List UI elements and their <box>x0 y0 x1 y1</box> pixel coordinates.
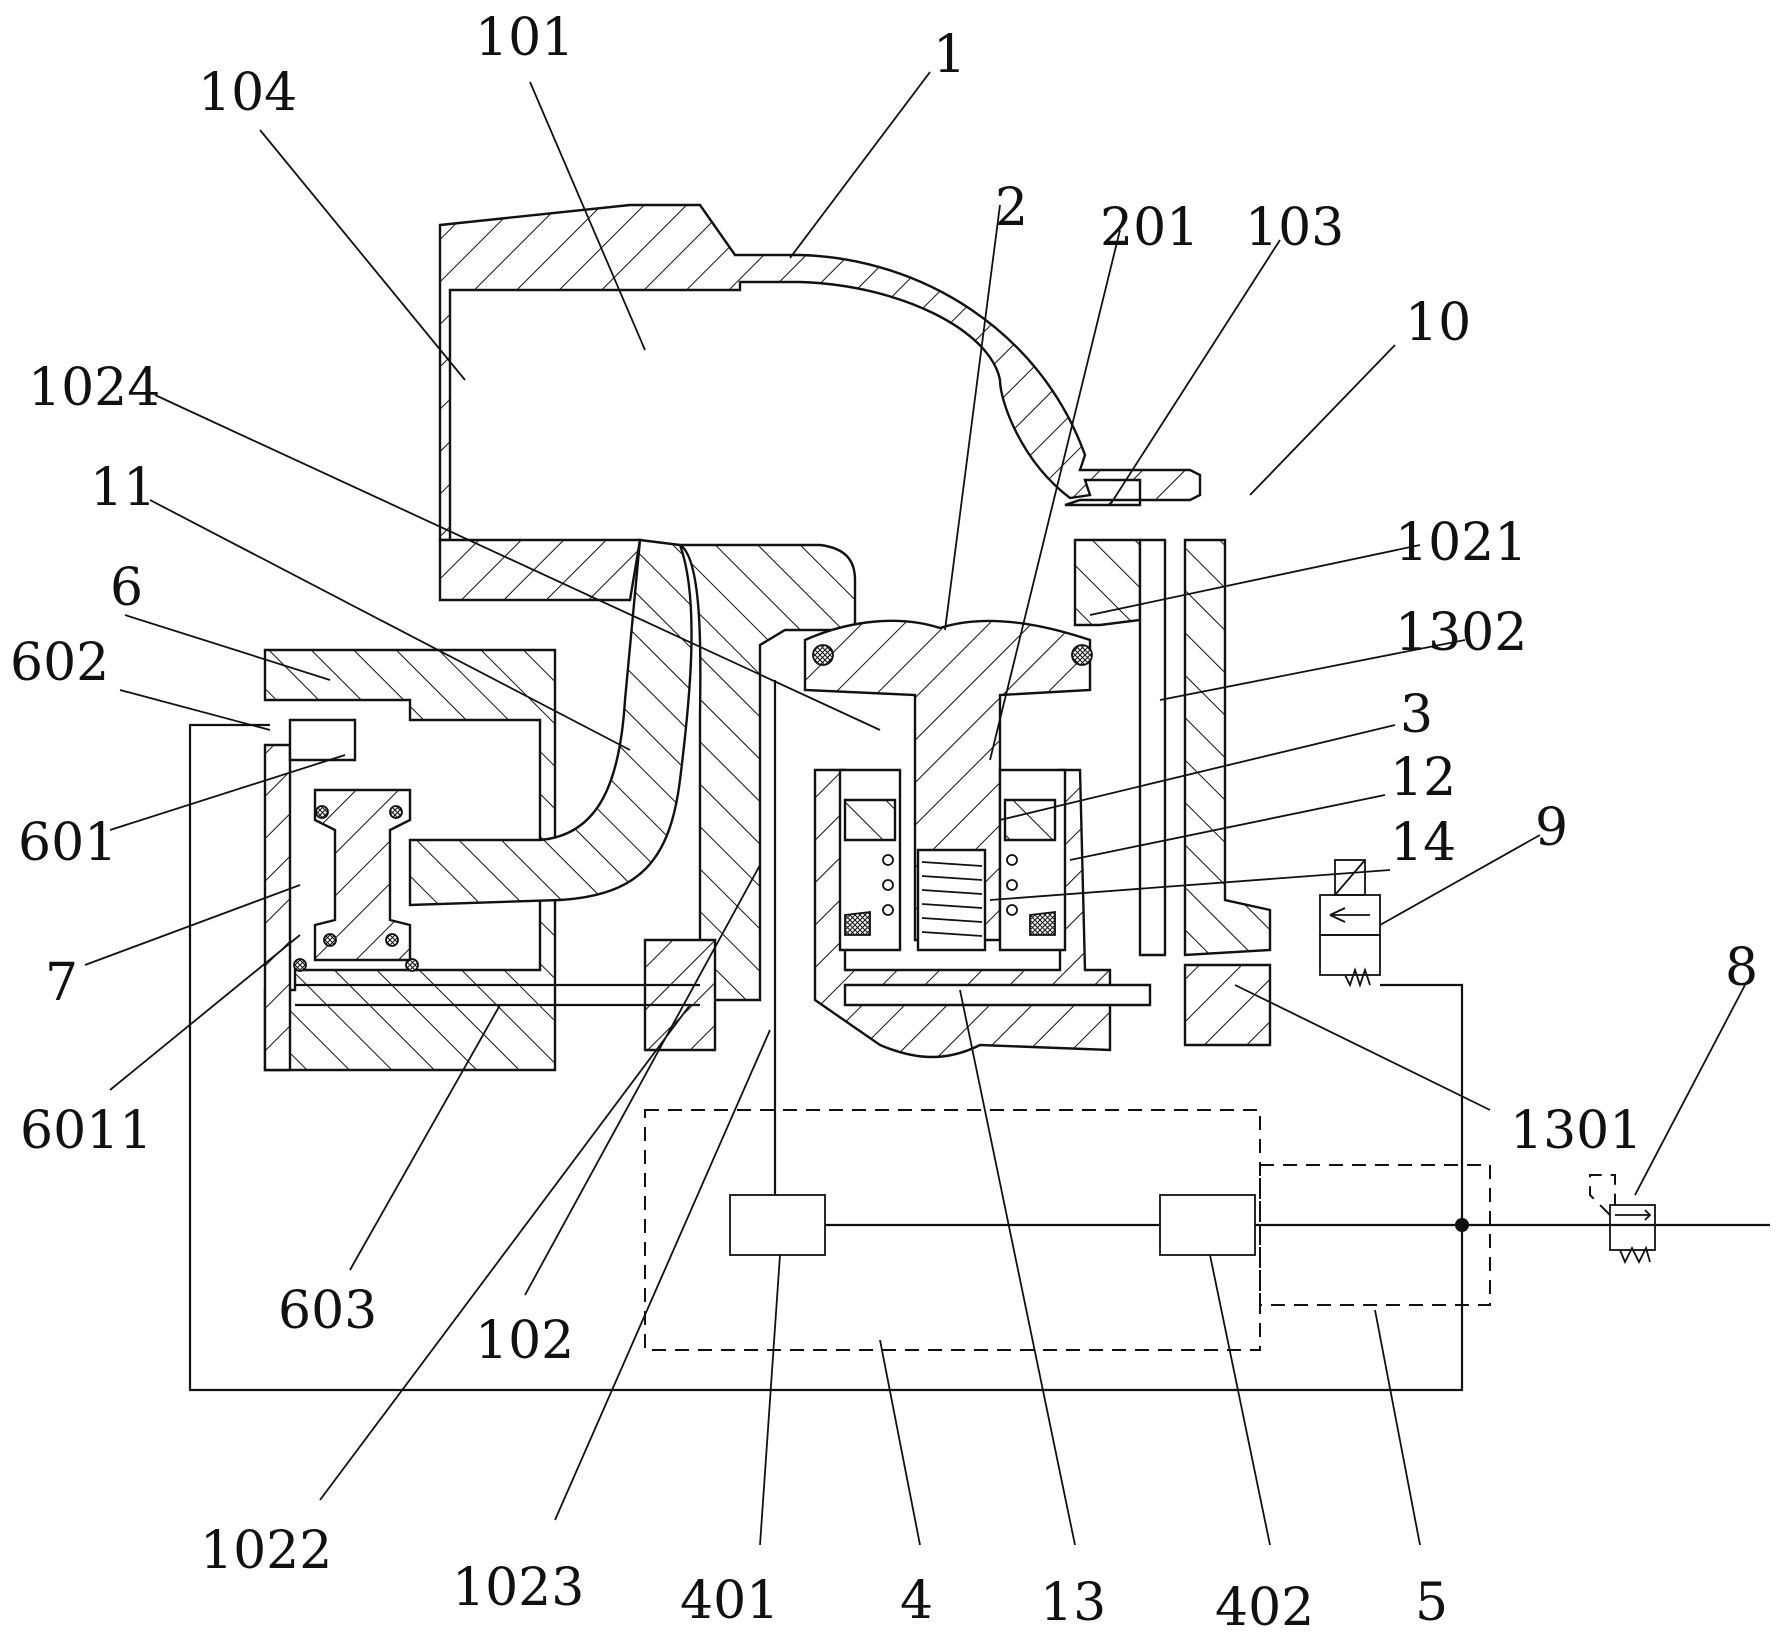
pipe-603 <box>295 983 700 1007</box>
spring-assembly <box>838 768 1067 952</box>
label-6: 6 <box>110 558 143 618</box>
passage-11 <box>408 538 693 907</box>
label-103: 103 <box>1245 198 1344 258</box>
label-14: 14 <box>1390 813 1456 873</box>
label-102: 102 <box>475 1311 574 1371</box>
label-4: 4 <box>900 1571 933 1631</box>
label-201: 201 <box>1100 198 1199 258</box>
label-3: 3 <box>1400 685 1433 745</box>
right-body <box>1073 538 1272 1047</box>
leader-lines <box>84 71 1746 1546</box>
label-603: 603 <box>278 1281 377 1341</box>
label-402: 402 <box>1215 1578 1314 1638</box>
label-12: 12 <box>1390 748 1456 808</box>
schematic <box>188 680 1770 1392</box>
label-1024: 1024 <box>28 358 160 418</box>
label-13: 13 <box>1040 1573 1106 1633</box>
label-1023: 1023 <box>452 1558 584 1618</box>
valve-head <box>803 619 1093 942</box>
valve-body <box>813 768 1152 1059</box>
label-1302: 1302 <box>1395 603 1527 663</box>
label-104: 104 <box>198 63 297 123</box>
label-11: 11 <box>90 458 156 518</box>
label-101: 101 <box>475 8 574 68</box>
label-8: 8 <box>1725 938 1758 998</box>
label-1022: 1022 <box>200 1521 332 1581</box>
label-401: 401 <box>680 1571 779 1631</box>
label-602: 602 <box>10 633 109 693</box>
label-7: 7 <box>45 953 78 1013</box>
label-2: 2 <box>995 178 1028 238</box>
label-1021: 1021 <box>1395 513 1527 573</box>
label-5: 5 <box>1415 1573 1448 1633</box>
labels: 1 101 104 2 201 103 10 1024 11 1021 6 60… <box>10 8 1758 1638</box>
label-601: 601 <box>18 813 117 873</box>
label-9: 9 <box>1535 798 1568 858</box>
label-10: 10 <box>1405 293 1471 353</box>
label-6011: 6011 <box>20 1101 152 1161</box>
label-1301: 1301 <box>1510 1101 1642 1161</box>
label-1: 1 <box>933 25 966 85</box>
